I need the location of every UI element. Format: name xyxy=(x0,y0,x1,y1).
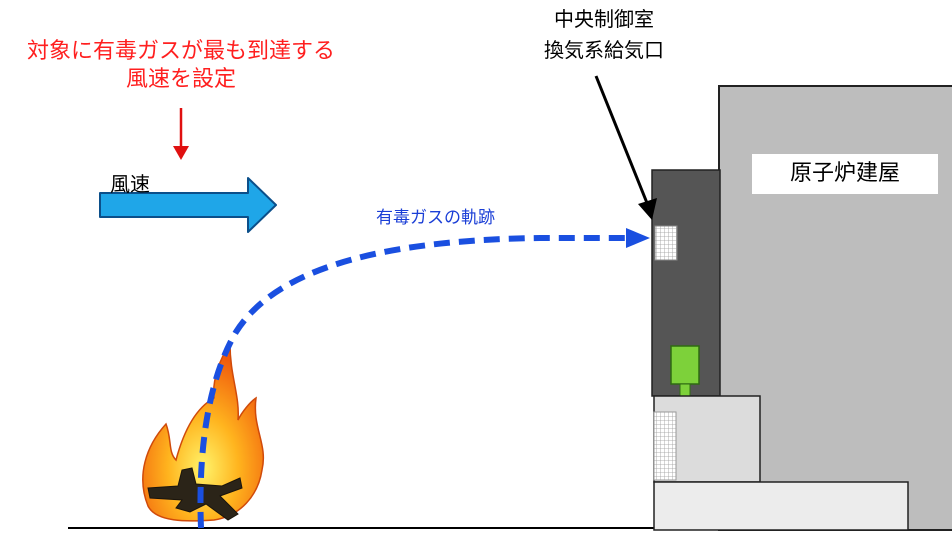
wind-arrow xyxy=(99,177,277,233)
red-arrow-head xyxy=(173,146,189,160)
wind-speed-label: 風速 xyxy=(110,172,150,196)
intake-pointer-shaft xyxy=(594,75,649,204)
control-room-intake-line1: 中央制御室 xyxy=(554,7,654,31)
control-room-intake-line2: 換気系給気口 xyxy=(544,38,664,62)
base-block xyxy=(653,481,909,531)
gas-trajectory-line xyxy=(197,235,628,529)
intake-vent-icon xyxy=(654,225,678,261)
wind-setting-note-line1: 対象に有毒ガスが最も到達する xyxy=(26,39,335,64)
aircraft-icon xyxy=(147,467,243,521)
intake-pointer-head xyxy=(638,198,657,220)
control-room-intake-label: 中央制御室 換気系給気口 xyxy=(520,4,688,66)
green-device-stem xyxy=(679,383,691,397)
wind-setting-note: 対象に有毒ガスが最も到達する 風速を設定 xyxy=(0,38,362,93)
flame-icon xyxy=(142,341,264,522)
green-device xyxy=(670,345,700,385)
gas-trajectory-arrowhead xyxy=(626,228,650,248)
wind-setting-note-line2: 風速を設定 xyxy=(125,66,236,92)
reactor-building-label: 原子炉建屋 xyxy=(752,154,938,194)
auxiliary-vent xyxy=(653,411,677,481)
gas-trajectory-label: 有毒ガスの軌跡 xyxy=(376,208,495,228)
